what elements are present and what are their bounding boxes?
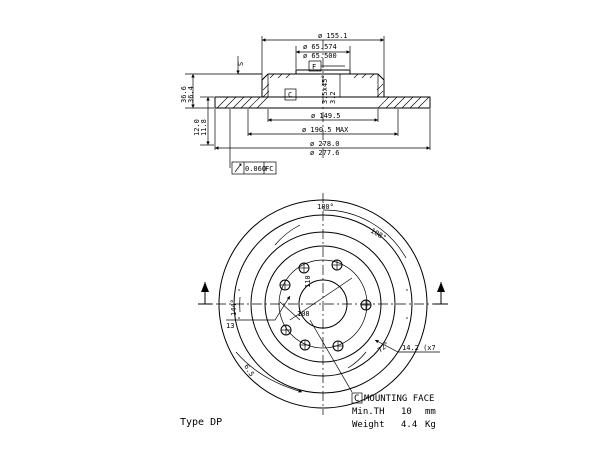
dim-d278: ø 278.0 bbox=[310, 140, 340, 148]
dim-d65-574: ø 65.574 bbox=[303, 43, 337, 51]
bolt-circle bbox=[278, 259, 368, 349]
hat-outer-circle bbox=[250, 231, 396, 377]
runout-icon bbox=[234, 163, 242, 173]
hatch-right bbox=[376, 83, 430, 109]
friction-ring-circle bbox=[233, 214, 413, 394]
datum-f-label: F bbox=[312, 63, 316, 71]
hatch-left bbox=[216, 83, 270, 109]
chamfer-note: 3.5x45° bbox=[321, 74, 329, 104]
datum-c-label: C bbox=[288, 91, 292, 99]
s-label: S bbox=[237, 62, 245, 66]
section-arrow-left bbox=[198, 282, 212, 305]
notes-block: C MOUNTING FACE Min.TH 10 mm Weight 4.4 … bbox=[351, 392, 436, 430]
center-bore-circle bbox=[298, 279, 348, 329]
dim-108: 108 bbox=[297, 310, 310, 318]
type-label: Type DP bbox=[180, 417, 222, 428]
hat-inner-circle bbox=[264, 245, 382, 363]
angle-180-label: 180° bbox=[317, 203, 334, 211]
min-th-label: Min.TH bbox=[352, 407, 385, 417]
dim-d149: ø 149.5 bbox=[311, 112, 341, 120]
min-th-unit: mm bbox=[425, 407, 436, 417]
dim-d190: ø 190.5 MAX bbox=[302, 126, 349, 134]
weight-label: Weight bbox=[352, 420, 385, 430]
dim-h36-6: 36.6 bbox=[180, 86, 188, 103]
mounting-c-label: C bbox=[354, 394, 359, 404]
section-view: ø 155.1 ø 65.574 ø 65.500 ø 149.5 ø 190.… bbox=[180, 32, 431, 175]
outer-edge-circle bbox=[218, 199, 428, 409]
dim-d155: ø 155.1 bbox=[318, 32, 348, 40]
mounting-face-label: MOUNTING FACE bbox=[364, 394, 434, 404]
section-arrow-right bbox=[434, 282, 448, 305]
dim-d277: ø 277.6 bbox=[310, 149, 340, 157]
dim-13: 13 bbox=[226, 322, 234, 330]
dim-h11-8: 11.8 bbox=[200, 119, 208, 136]
tolerance-ref: FC bbox=[265, 165, 273, 173]
tolerance-value: 0.060 bbox=[245, 165, 266, 173]
dim-110: 110 bbox=[304, 275, 312, 288]
front-view: 180° 108° 110 108 144° 13 6.5 72° 14.2 (… bbox=[198, 193, 448, 415]
weight-unit: Kg bbox=[425, 420, 436, 430]
weight-value: 4.4 bbox=[401, 420, 417, 430]
hole-note: 14.2 (x7 bbox=[402, 344, 436, 352]
tolerance-frame bbox=[231, 161, 277, 175]
hatch-top bbox=[269, 73, 375, 79]
min-th-value: 10 bbox=[401, 407, 412, 417]
datum-c-box bbox=[284, 88, 297, 101]
angle-108-label: 108° bbox=[369, 227, 388, 242]
disc-ring-outline bbox=[214, 96, 431, 109]
dim-d65-500: ø 65.500 bbox=[303, 52, 337, 60]
mounting-c-box bbox=[351, 392, 363, 404]
bolt-holes bbox=[279, 259, 372, 352]
dim-v3-2: 3.2 bbox=[329, 91, 337, 104]
dim-h36-4: 36.4 bbox=[187, 86, 195, 103]
angle-144-label: 144° bbox=[230, 299, 238, 316]
dim-h12-0: 12.0 bbox=[193, 119, 201, 136]
arc-108 bbox=[322, 209, 407, 259]
